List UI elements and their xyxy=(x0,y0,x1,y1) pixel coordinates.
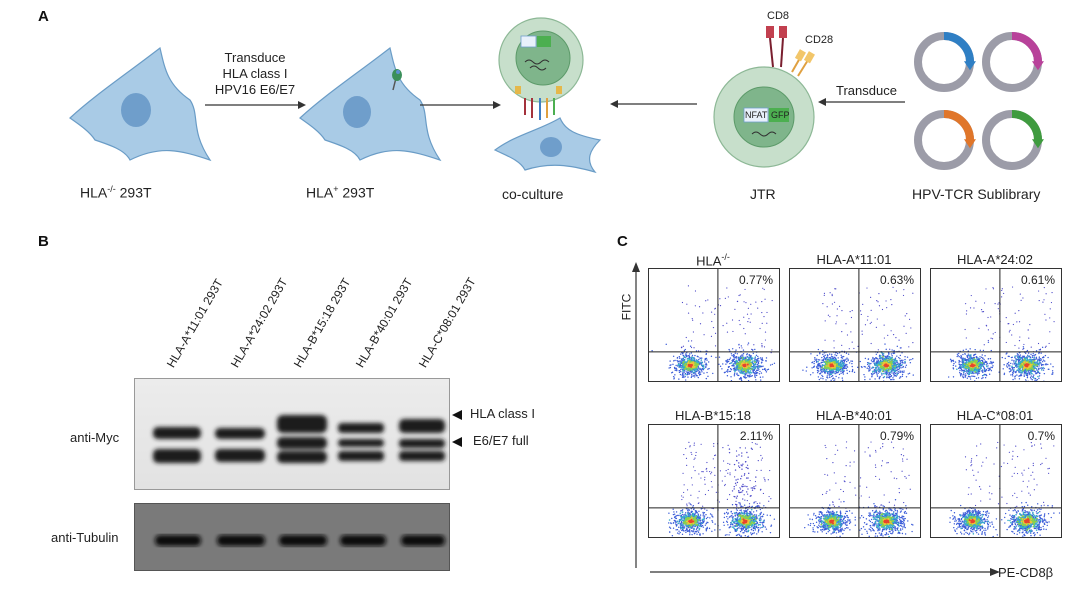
facs-percentage: 0.77% xyxy=(739,273,773,287)
facs-plot-title: HLA-B*40:01 xyxy=(789,408,919,423)
facs-plot: 0.77% xyxy=(648,268,780,382)
plasmid-insert xyxy=(1012,114,1038,141)
cd28-label: CD28 xyxy=(805,34,833,46)
facs-percentage: 0.63% xyxy=(880,273,914,287)
facs-plot-title: HLA-A*24:02 xyxy=(930,252,1060,267)
facs-percentage: 2.11% xyxy=(740,429,773,443)
facs-plot: 2.11% xyxy=(648,424,780,538)
hla-pos-cell-shape xyxy=(300,48,440,160)
transduce2-label: Transduce xyxy=(836,83,897,98)
plasmid-library xyxy=(918,36,1044,166)
gfp-label: GFP xyxy=(771,110,790,120)
band-upper-label: HLA class I xyxy=(470,406,535,421)
facs-percentage: 0.79% xyxy=(880,429,914,443)
plasmid-insert xyxy=(1012,36,1038,63)
tubulin-blot xyxy=(134,503,450,571)
hla-pos-nucleus xyxy=(343,96,371,128)
panel-a-illustration xyxy=(0,0,1080,210)
lane-label: HLA-C*08:01 293T xyxy=(416,275,479,370)
transduce-label: Transduce HLA class I HPV16 E6/E7 xyxy=(200,50,310,98)
library-label: HPV-TCR Sublibrary xyxy=(912,186,1040,202)
panel-b-letter: B xyxy=(38,233,49,250)
facs-plot-title: HLA-C*08:01 xyxy=(930,408,1060,423)
lane-label: HLA-A*24:02 293T xyxy=(228,276,290,370)
lane-label: HLA-B*15:18 293T xyxy=(291,276,353,370)
hla-neg-label: HLA-/- 293T xyxy=(80,184,152,201)
plasmid-insert xyxy=(944,114,970,141)
facs-percentage: 0.61% xyxy=(1021,273,1055,287)
cd28-receptor-icon xyxy=(792,49,815,76)
jtr-label: JTR xyxy=(750,186,776,202)
myc-blot xyxy=(134,378,450,490)
y-axis-label: FITC xyxy=(619,294,633,321)
facs-plot: 0.7% xyxy=(930,424,1062,538)
x-axis-label: PE-CD8β xyxy=(998,565,1053,580)
cd8-receptor-icon xyxy=(766,26,787,67)
lane-label: HLA-B*40:01 293T xyxy=(353,276,415,370)
facs-plot: 0.79% xyxy=(789,424,921,538)
facs-plot-title: HLA-B*15:18 xyxy=(648,408,778,423)
cd8-label: CD8 xyxy=(767,10,789,22)
band-pointers xyxy=(450,405,470,455)
facs-plot-title: HLA-A*11:01 xyxy=(789,252,919,267)
facs-plot: 0.61% xyxy=(930,268,1062,382)
panel-c-letter: C xyxy=(617,233,628,250)
lane-label: HLA-A*11:01 293T xyxy=(164,277,226,370)
pointer-upper-icon xyxy=(452,410,462,420)
plasmid-insert xyxy=(944,36,970,63)
facs-plot: 0.63% xyxy=(789,268,921,382)
anti-tubulin-label: anti-Tubulin xyxy=(51,530,118,545)
anti-myc-label: anti-Myc xyxy=(70,430,119,445)
facs-plot-title: HLA-/- xyxy=(648,252,778,268)
nfat-label: NFAT xyxy=(745,110,767,120)
pointer-lower-icon xyxy=(452,437,462,447)
coculture-label: co-culture xyxy=(502,186,563,202)
facs-percentage: 0.7% xyxy=(1028,429,1055,443)
band-lower-label: E6/E7 full xyxy=(473,433,529,448)
hla-pos-label: HLA+ 293T xyxy=(306,184,374,201)
hla-neg-nucleus xyxy=(121,93,151,127)
